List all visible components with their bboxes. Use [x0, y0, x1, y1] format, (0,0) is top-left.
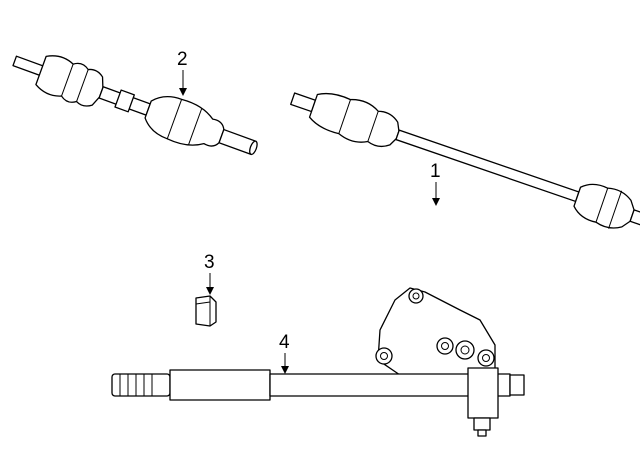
- callout-4: 4: [279, 332, 290, 374]
- callout-label-1: 1: [430, 161, 441, 182]
- arrow-head-icon: [281, 366, 289, 374]
- hub-nut[interactable]: [195, 295, 217, 327]
- callout-label-4: 4: [279, 332, 290, 353]
- axle-assembly-left[interactable]: [7, 41, 263, 169]
- callout-1: 1: [430, 161, 441, 206]
- axle-assembly-right[interactable]: [286, 79, 640, 242]
- callout-label-2: 2: [177, 49, 188, 70]
- callout-2: 2: [177, 49, 188, 96]
- intermediate-shaft[interactable]: [111, 287, 525, 437]
- arrow-head-icon: [432, 198, 440, 206]
- callout-3: 3: [204, 252, 215, 295]
- callout-label-3: 3: [204, 252, 215, 273]
- arrow-head-icon: [179, 88, 187, 96]
- arrow-head-icon: [206, 287, 214, 295]
